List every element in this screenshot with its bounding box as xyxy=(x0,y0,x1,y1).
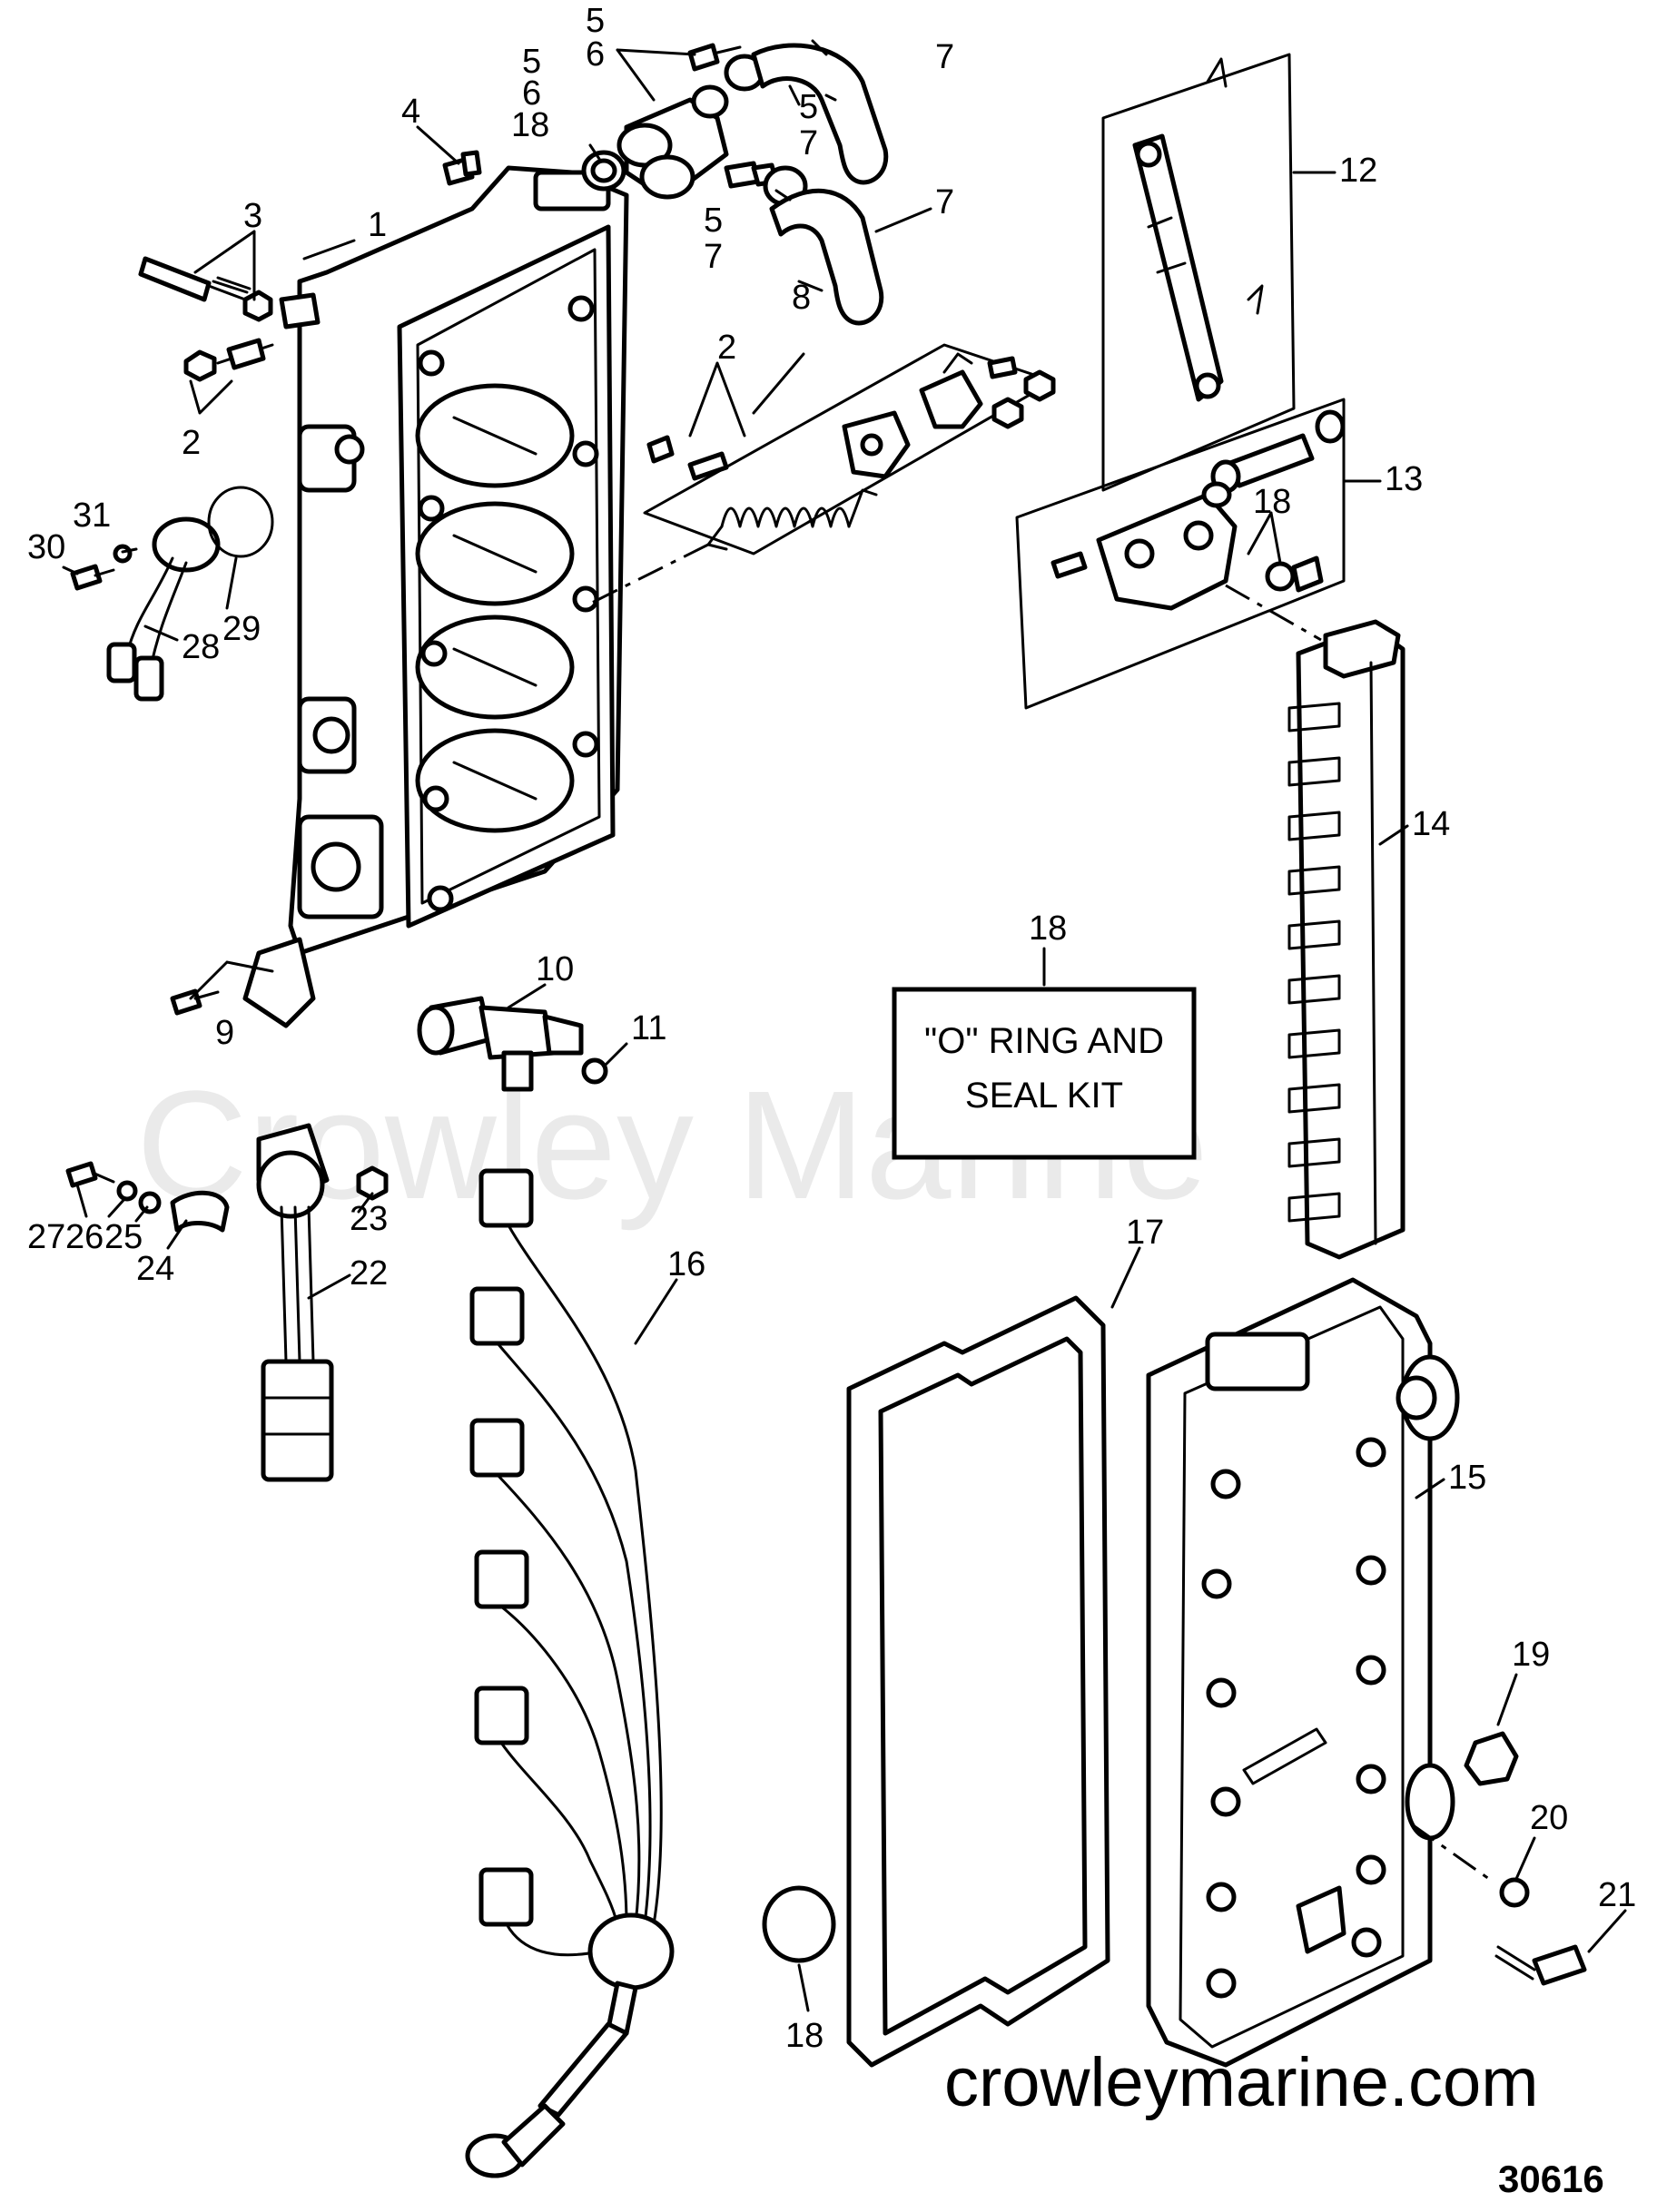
part-15-cover xyxy=(1146,1277,1460,2068)
part-13-throttle-cam xyxy=(1015,398,1346,710)
callout-13: 13 xyxy=(1385,460,1423,498)
callout-11: 11 xyxy=(631,1009,666,1047)
part-24-bracket xyxy=(170,1190,230,1233)
callout-22: 22 xyxy=(350,1254,388,1293)
callout-18-kit: 18 xyxy=(1029,909,1067,948)
part-3-screw-washer-spacer xyxy=(138,256,321,329)
part-2-screw-nut xyxy=(183,338,274,382)
part-18-o-ring-inner xyxy=(590,158,617,183)
part-14-fuel-rail xyxy=(1287,619,1405,1260)
part-21-bolt xyxy=(1494,1944,1587,1986)
callout-4: 4 xyxy=(401,93,420,131)
kit-line-1: "O" RING AND xyxy=(924,1021,1164,1061)
part-22-sensor xyxy=(256,1123,334,1482)
callout-31: 31 xyxy=(73,496,111,535)
part-1-housing xyxy=(288,165,629,956)
callout-29: 29 xyxy=(222,610,261,648)
drawing-number: 30616 xyxy=(1498,2158,1604,2200)
callout-7-upper-right: 7 xyxy=(935,183,954,221)
part-26-lockwasher xyxy=(116,1180,138,1202)
part-8-throttle-linkage xyxy=(643,343,1056,555)
callout-25: 25 xyxy=(104,1218,143,1256)
callout-20: 20 xyxy=(1530,1799,1568,1837)
callout-23: 23 xyxy=(350,1200,388,1238)
callout-3: 3 xyxy=(243,197,262,235)
callout-10: 10 xyxy=(536,950,574,988)
o-ring-seal-kit-box: "O" RING AND SEAL KIT xyxy=(892,987,1197,1160)
part-27-screw xyxy=(65,1161,115,1188)
callout-2-upper: 2 xyxy=(717,329,736,367)
callout-6-left: 6 xyxy=(522,74,541,113)
part-17-gasket xyxy=(846,1295,1110,2068)
callout-12: 12 xyxy=(1339,152,1377,190)
part-30-screw xyxy=(70,564,115,591)
callout-21: 21 xyxy=(1598,1876,1636,1914)
part-6-screw xyxy=(687,43,742,72)
part-19-grommet xyxy=(1464,1731,1519,1786)
callout-17: 17 xyxy=(1126,1214,1164,1252)
callout-7-mid: 7 xyxy=(799,124,818,162)
callout-28: 28 xyxy=(182,628,220,666)
callout-9: 9 xyxy=(215,1014,234,1052)
callout-30: 30 xyxy=(27,528,65,566)
callout-5-left: 5 xyxy=(522,43,541,81)
callout-15: 15 xyxy=(1448,1459,1486,1497)
callout-18-seal: 18 xyxy=(785,2017,824,2055)
part-4-fitting xyxy=(442,150,482,186)
part-7-hose-upper xyxy=(751,43,889,185)
kit-line-2: SEAL KIT xyxy=(965,1076,1123,1116)
callout-8: 8 xyxy=(792,279,811,317)
callout-18-left: 18 xyxy=(511,106,549,144)
part-16-injector-harness xyxy=(465,1168,675,2178)
callout-2-lower: 2 xyxy=(182,424,201,462)
leader-lines xyxy=(62,39,1627,2012)
callout-26: 26 xyxy=(65,1218,104,1256)
part-11-o-ring xyxy=(581,1057,608,1085)
callout-5-top: 5 xyxy=(586,2,605,40)
part-31-washer xyxy=(113,544,133,564)
dash-leader-bolt xyxy=(1411,1823,1490,1881)
callout-7-top: 7 xyxy=(935,38,954,76)
part-23-nut xyxy=(356,1165,389,1201)
callout-18-cam: 18 xyxy=(1253,483,1291,521)
part-20-washer xyxy=(1499,1877,1530,1908)
part-12-throttle-lever xyxy=(1101,53,1296,492)
callout-5-lower: 5 xyxy=(704,202,723,240)
callout-1: 1 xyxy=(368,206,387,244)
part-25-washer xyxy=(138,1191,162,1214)
callout-numbers: 1 2 2 3 4 5 6 5 6 18 5 7 7 7 5 7 8 9 10 … xyxy=(27,2,1636,2055)
callout-27: 27 xyxy=(27,1218,65,1256)
part-29-o-ring xyxy=(207,486,274,558)
dash-leader-spring xyxy=(589,543,709,605)
callout-5-right: 5 xyxy=(799,88,818,126)
callout-19: 19 xyxy=(1512,1636,1550,1674)
callout-16: 16 xyxy=(667,1245,705,1283)
part-7-hose-lower xyxy=(769,188,884,326)
callout-6-top: 6 xyxy=(586,35,605,74)
dash-leader-cam xyxy=(1225,584,1322,642)
callout-14: 14 xyxy=(1412,805,1450,843)
part-9-cover-plate xyxy=(170,937,316,1028)
website-text: crowleymarine.com xyxy=(944,2044,1539,2121)
callout-7-lower: 7 xyxy=(704,238,723,276)
part-10-injector xyxy=(417,996,584,1092)
callout-24: 24 xyxy=(136,1250,174,1288)
part-5-elbow-fitting xyxy=(616,84,779,200)
part-18-seal xyxy=(762,1885,836,1963)
